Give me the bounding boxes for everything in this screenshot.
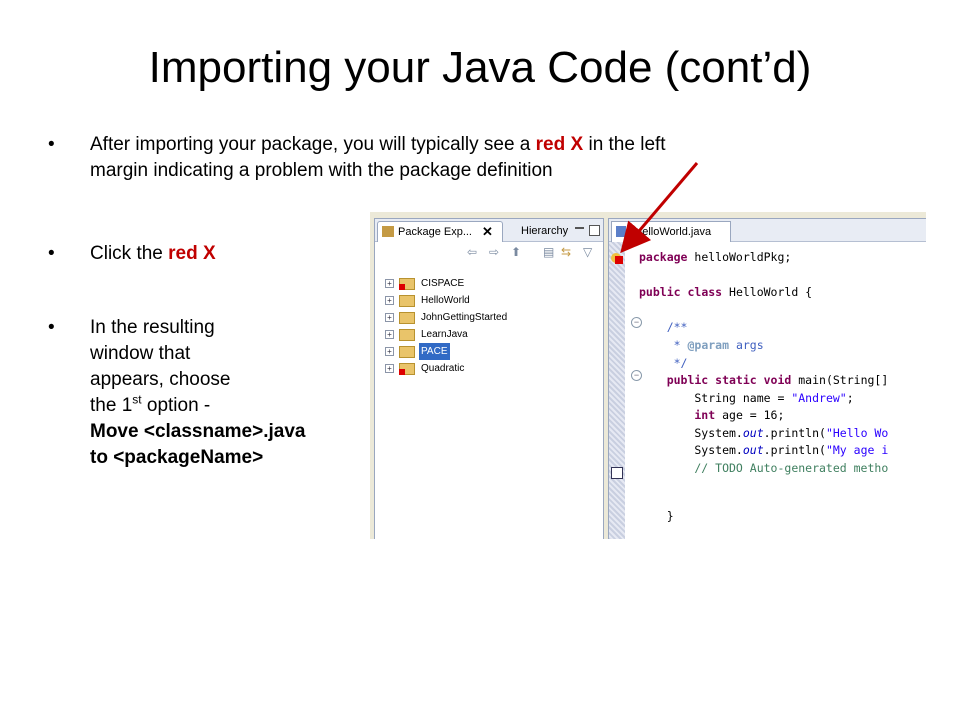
expand-icon[interactable]: + (385, 330, 394, 339)
code-line-2[interactable]: public class HelloWorld { (639, 285, 813, 299)
code-line-1[interactable]: package helloWorldPkg; (639, 250, 792, 264)
expand-icon[interactable]: + (385, 313, 394, 322)
code-line-3[interactable]: /** (639, 320, 688, 334)
forward-arrow-icon[interactable]: ⇨ (489, 245, 500, 259)
red-x-error-icon[interactable] (615, 256, 623, 264)
expand-icon[interactable]: + (385, 364, 394, 373)
eclipse-screenshot: Package Exp... ✕ Hierarchy ⇦ ⇨ ⬆ ▤ ⇆ ▽ +… (370, 212, 926, 539)
project-folder-icon (399, 295, 415, 307)
tab-hierarchy[interactable]: Hierarchy (521, 225, 569, 237)
code-line-10[interactable]: System.out.println("My age i (639, 443, 889, 457)
code-line-6[interactable]: public static void main(String[] (639, 373, 889, 387)
bullet-1-part1: After importing your package, you will t… (90, 134, 536, 155)
code-line-7[interactable]: String name = "Andrew"; (639, 391, 854, 405)
bullet-1-line2: margin indicating a problem with the pac… (90, 160, 553, 181)
project-name: LearnJava (421, 329, 468, 340)
code-line-11[interactable]: // TODO Auto-generated metho (639, 461, 889, 475)
code-line-12[interactable]: } (639, 509, 674, 523)
expand-icon[interactable]: + (385, 347, 394, 356)
package-explorer-icon (382, 226, 394, 237)
bullet-dot: • (48, 243, 55, 264)
maximize-icon[interactable] (589, 225, 600, 236)
error-badge-icon (399, 284, 405, 290)
collapse-all-icon[interactable]: ▤ (543, 245, 555, 259)
package-explorer-panel: Package Exp... ✕ Hierarchy ⇦ ⇨ ⬆ ▤ ⇆ ▽ +… (374, 218, 604, 539)
expand-icon[interactable]: + (385, 296, 394, 305)
bullet-3-line2: window that (90, 343, 191, 364)
bullet-2-part1: Click the (90, 243, 169, 264)
bullet-1-red-x: red X (535, 134, 584, 155)
tab-helloworld-java[interactable]: *HelloWorld.java (611, 221, 731, 242)
package-explorer-toolbar: ⇦ ⇨ ⬆ ▤ ⇆ ▽ (375, 242, 603, 264)
minimize-icon[interactable] (575, 225, 584, 229)
slide-title: Importing your Java Code (cont’d) (148, 43, 812, 92)
bullet-1-part2: in the left (583, 134, 666, 155)
bullet-dot: • (48, 317, 55, 338)
project-cispace[interactable]: + CISPACE (385, 275, 585, 292)
bullet-3-line6: to <packageName> (90, 447, 264, 468)
project-folder-icon (399, 329, 415, 341)
editor-tabbar: *HelloWorld.java (609, 219, 926, 242)
link-editor-icon[interactable]: ⇆ (561, 245, 572, 259)
back-arrow-icon[interactable]: ⇦ (467, 245, 478, 259)
project-name: HelloWorld (421, 295, 470, 306)
code-line-4[interactable]: * @param args (639, 338, 764, 352)
fold-toggle-icon[interactable]: − (631, 370, 642, 381)
project-helloworld[interactable]: + HelloWorld (385, 292, 585, 309)
close-icon[interactable]: ✕ (482, 224, 493, 239)
project-name: Quadratic (421, 363, 465, 374)
project-folder-icon (399, 312, 415, 324)
project-name: PACE (419, 343, 450, 360)
bullet-3-sup: st (132, 392, 142, 407)
tab-package-explorer[interactable]: Package Exp... ✕ (377, 221, 503, 242)
bullet-1-text: After importing your package, you will t… (90, 132, 850, 184)
expand-icon[interactable]: + (385, 279, 394, 288)
bullet-3-line5: Move <classname>.java (90, 421, 306, 442)
view-menu-icon[interactable]: ▽ (583, 245, 593, 259)
bullet-3-text: In the resulting window that appears, ch… (90, 315, 370, 471)
project-name: CISPACE (421, 278, 465, 289)
editor-left-margin[interactable] (609, 242, 625, 539)
code-line-9[interactable]: System.out.println("Hello Wo (639, 426, 889, 440)
bullet-3-line1: In the resulting (90, 317, 215, 338)
editor-tab-label: *HelloWorld.java (630, 226, 712, 238)
bullet-2-red-x: red X (168, 243, 216, 264)
package-explorer-tabbar: Package Exp... ✕ Hierarchy (375, 219, 603, 242)
project-johngettingstarted[interactable]: + JohnGettingStarted (385, 309, 585, 326)
tab-package-explorer-label: Package Exp... (398, 226, 472, 238)
bullet-3-line4b: option - (141, 395, 211, 416)
fold-toggle-icon[interactable]: − (631, 317, 642, 328)
task-marker-icon[interactable] (611, 467, 623, 479)
java-file-icon (616, 226, 626, 237)
project-folder-icon (399, 346, 415, 358)
error-badge-icon (399, 369, 405, 375)
code-line-5[interactable]: */ (639, 356, 688, 370)
java-editor: *HelloWorld.java − − package helloWorldP… (608, 218, 926, 539)
project-name: JohnGettingStarted (421, 312, 508, 323)
bullet-3-line4a: the 1 (90, 395, 133, 416)
up-folder-icon[interactable]: ⬆ (511, 245, 522, 259)
project-learnjava[interactable]: + LearnJava (385, 326, 585, 343)
code-line-8[interactable]: int age = 16; (639, 408, 785, 422)
project-quadratic[interactable]: + Quadratic (385, 360, 585, 377)
bullet-dot: • (48, 134, 55, 155)
bullet-2-text: Click the red X (90, 241, 350, 267)
project-pace[interactable]: + PACE (385, 343, 585, 360)
bullet-3-line3: appears, choose (90, 369, 231, 390)
